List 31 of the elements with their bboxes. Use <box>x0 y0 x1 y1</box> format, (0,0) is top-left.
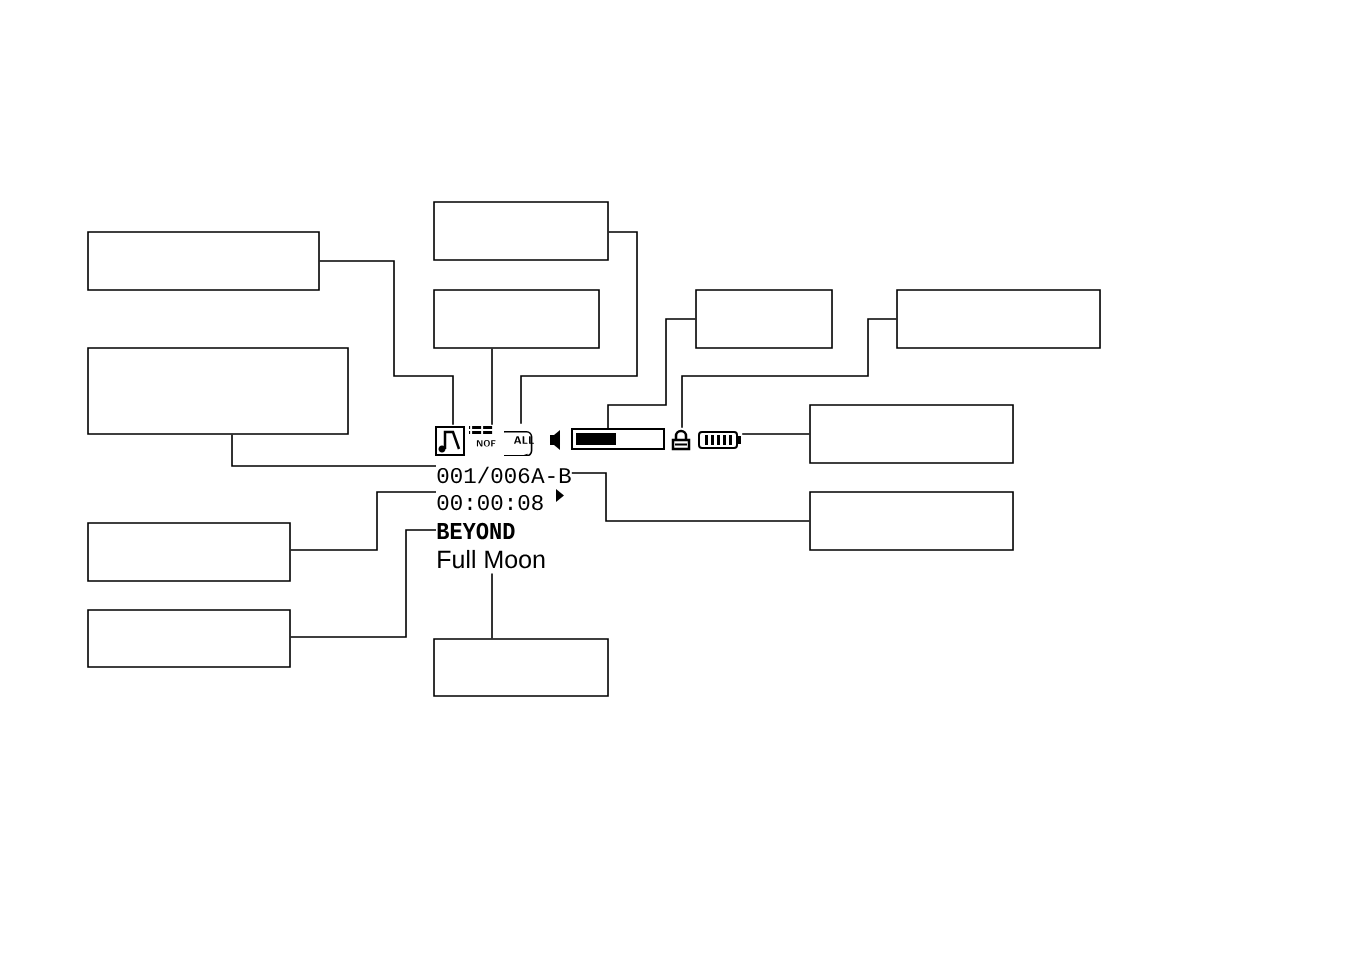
label-box <box>87 231 320 291</box>
leader-line <box>741 433 810 435</box>
music-icon <box>435 426 465 456</box>
leader-line <box>231 434 437 467</box>
lock-icon <box>671 429 691 451</box>
leader-line <box>607 318 696 429</box>
artist-text: BEYOND <box>437 522 515 540</box>
label-box <box>87 522 291 582</box>
volume-bar <box>571 428 665 450</box>
label-box <box>809 404 1014 464</box>
label-box <box>87 609 291 668</box>
label-box <box>433 201 609 261</box>
repeat-text: A-B <box>531 468 571 483</box>
leader-line <box>290 491 437 551</box>
leader-line <box>520 231 638 425</box>
label-box <box>809 491 1014 551</box>
label-box <box>433 638 609 697</box>
leader-line <box>491 348 493 426</box>
label-box <box>896 289 1101 349</box>
label-box <box>433 289 600 349</box>
title-text: Full Moon <box>438 549 545 569</box>
battery-icon <box>698 431 741 449</box>
time-text: 00:00:08 <box>437 494 543 511</box>
label-box <box>87 347 349 435</box>
label-box <box>695 289 833 349</box>
counter-text: 001/006 <box>437 466 530 484</box>
leader-line <box>491 572 493 639</box>
leader-line <box>681 318 897 429</box>
leader-line <box>571 472 810 522</box>
leader-line <box>290 529 437 638</box>
leader-line <box>319 260 454 426</box>
